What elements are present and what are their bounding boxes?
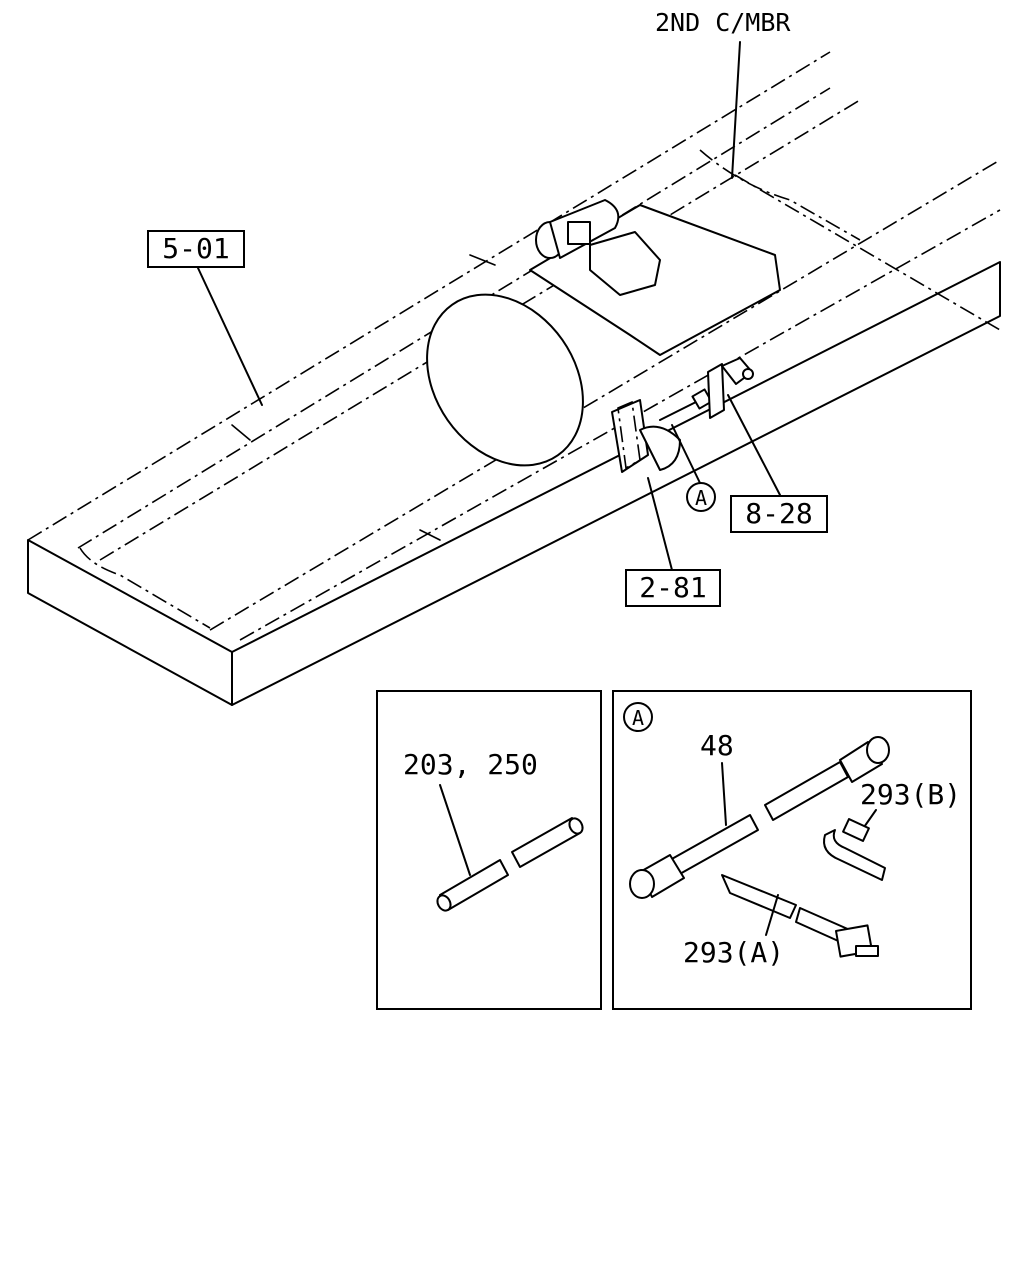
panel-marker-a: A (632, 706, 644, 730)
leader-lines (197, 41, 781, 571)
pipe-drawing (436, 817, 584, 912)
hose-upper-section (764, 761, 849, 821)
clip-head (842, 818, 870, 842)
sensor-hidden-edge (617, 400, 641, 470)
pipe-end-opening (436, 894, 452, 912)
harness-wire (659, 399, 701, 421)
clip-band (823, 829, 886, 881)
tie-tab (855, 945, 879, 957)
detail-panel-right (612, 690, 972, 1010)
right-rail-outer (209, 159, 1001, 631)
leader-8-28 (727, 394, 781, 496)
hose-nut-lower (629, 869, 655, 899)
transmission-drawing (426, 199, 781, 467)
second-crossmember (699, 149, 861, 241)
leader-2nd-cmbr (731, 41, 741, 179)
bracket-8-28 (707, 363, 725, 419)
tie-293a-drawing (721, 874, 879, 958)
callout-box-2-81[interactable] (625, 569, 721, 607)
callout-box-8-28[interactable] (730, 495, 828, 533)
leader-48 (721, 762, 727, 826)
leader-203-250 (439, 784, 471, 876)
label-293b[interactable]: 293(B) (860, 778, 961, 811)
label-203-250[interactable]: 203, 250 (403, 748, 538, 781)
tie-strap-left (721, 874, 797, 919)
leader-a (671, 424, 701, 484)
label-2nd-cmbr: 2ND C/MBR (655, 8, 791, 37)
crossmember-edge (734, 174, 1001, 331)
leader-2-81 (647, 477, 673, 571)
bracket-bolt (742, 368, 754, 380)
rail-seam-3 (469, 254, 496, 266)
front-crossmember-curve (79, 547, 211, 629)
callout-box-5-01[interactable] (147, 230, 245, 268)
hose-nut-upper (866, 736, 890, 764)
detail-panel-left (376, 690, 602, 1010)
callout-2-81[interactable]: 2-81 (639, 571, 706, 604)
callout-8-28[interactable]: 8-28 (745, 497, 812, 530)
frame-side-face (231, 261, 1001, 706)
detail-marker-circle[interactable] (686, 482, 716, 512)
rail-seam-2 (419, 529, 441, 541)
label-48[interactable]: 48 (700, 729, 734, 762)
panel-marker-circle (623, 702, 653, 732)
rail-seam-1 (231, 424, 251, 441)
transmission-top-block (589, 231, 661, 296)
leader-293a (765, 894, 779, 936)
actuator-bracket (567, 221, 591, 245)
hose-48-drawing (629, 736, 890, 899)
bell-housing (426, 293, 584, 467)
frame-front-face (27, 539, 233, 706)
detail-marker-a[interactable]: A (695, 486, 707, 510)
leader-5-01 (197, 267, 263, 406)
frame-top-edge (27, 51, 831, 541)
label-293a[interactable]: 293(A) (683, 936, 784, 969)
sensor-assembly (611, 357, 754, 473)
callout-5-01[interactable]: 5-01 (162, 232, 229, 265)
clip-293b-drawing (823, 818, 886, 881)
pipe-end-far (568, 817, 584, 835)
